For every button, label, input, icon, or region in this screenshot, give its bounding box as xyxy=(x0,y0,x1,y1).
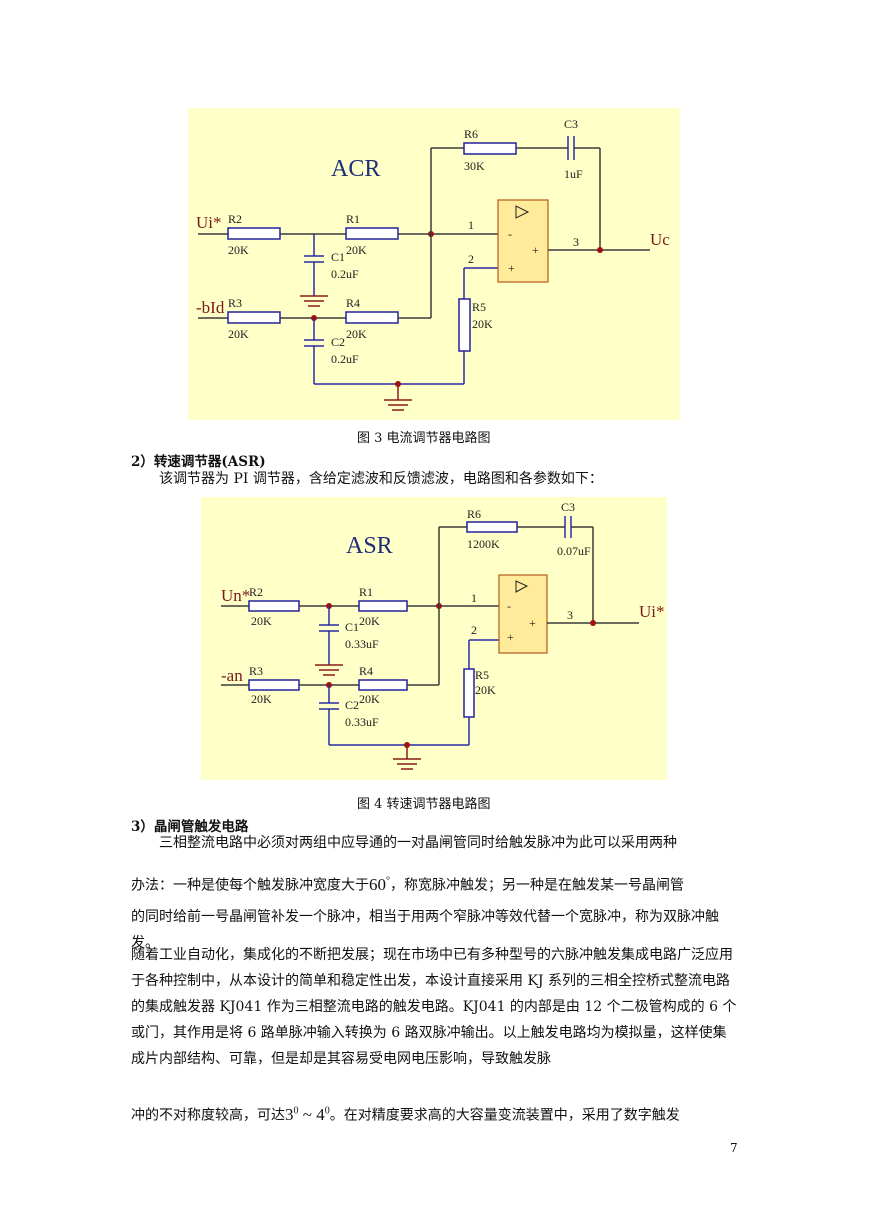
asr-input2-label: -an xyxy=(221,666,243,685)
svg-text:20K: 20K xyxy=(475,683,496,697)
section2-intro: 该调节器为 PI 调节器，含给定滤波和反馈滤波，电路图和各参数如下： xyxy=(159,471,603,487)
section3-p3: 冲的不对称度较高，可达30 ~ 40。在对精度要求高的大容量变流装置中，采用了数… xyxy=(131,1104,680,1124)
acr-input2-label: -bId xyxy=(196,298,225,317)
acr-input1-label: Ui* xyxy=(196,213,222,232)
section3-p2: 随着工业自动化，集成化的不断把发展；现在市场中已有多种型号的六脉冲触发集成电路广… xyxy=(131,947,737,1067)
section3-p1-line3: 的同时给前一号晶闸管补发一个脉冲，相当于用两个窄脉冲等效代替一个宽脉冲，称为双脉… xyxy=(131,909,719,951)
svg-text:0.33uF: 0.33uF xyxy=(345,637,379,651)
acr-output-label: Uc xyxy=(650,230,670,249)
svg-text:C2: C2 xyxy=(331,335,345,349)
resistor-r6-asr xyxy=(466,521,518,533)
acr-schematic: ACR xyxy=(196,117,670,411)
svg-text:20K: 20K xyxy=(359,692,380,706)
svg-text:R1: R1 xyxy=(346,212,360,226)
svg-text:0.2uF: 0.2uF xyxy=(331,267,359,281)
resistor-r3-asr xyxy=(248,679,300,691)
svg-text:+: + xyxy=(529,616,536,630)
resistor-r5-asr xyxy=(463,668,475,718)
svg-text:20K: 20K xyxy=(346,327,367,341)
svg-text:R5: R5 xyxy=(475,668,489,682)
svg-text:20K: 20K xyxy=(359,614,380,628)
svg-text:30K: 30K xyxy=(464,159,485,173)
svg-text:C2: C2 xyxy=(345,698,359,712)
svg-text:20K: 20K xyxy=(251,614,272,628)
svg-text:1200K: 1200K xyxy=(467,537,500,551)
svg-text:20K: 20K xyxy=(228,327,249,341)
resistor-r3 xyxy=(227,311,281,324)
svg-text:C1: C1 xyxy=(331,250,345,264)
svg-text:1: 1 xyxy=(471,591,477,605)
resistor-r5 xyxy=(458,298,471,352)
svg-text:3: 3 xyxy=(573,235,579,249)
resistor-r4-asr xyxy=(358,679,408,691)
svg-text:+: + xyxy=(508,261,515,275)
svg-text:R2: R2 xyxy=(249,585,263,599)
svg-text:-: - xyxy=(507,599,511,613)
resistor-r4 xyxy=(345,311,399,324)
page-number: 7 xyxy=(730,1141,738,1155)
svg-text:0.33uF: 0.33uF xyxy=(345,715,379,729)
figure-acr-circuit: ACR xyxy=(188,108,680,420)
resistor-r6 xyxy=(463,142,517,155)
svg-text:R5: R5 xyxy=(472,300,486,314)
svg-text:1uF: 1uF xyxy=(564,167,583,181)
svg-text:R4: R4 xyxy=(359,664,373,678)
asr-title: ASR xyxy=(346,533,393,559)
acr-title: ACR xyxy=(331,156,380,182)
asr-output-label: Ui* xyxy=(639,602,665,621)
svg-text:20K: 20K xyxy=(346,243,367,257)
figure-asr-circuit: ASR xyxy=(201,497,667,780)
svg-text:+: + xyxy=(507,630,514,644)
svg-text:R3: R3 xyxy=(249,664,263,678)
svg-text:C1: C1 xyxy=(345,620,359,634)
svg-text:3: 3 xyxy=(567,608,573,622)
svg-text:R6: R6 xyxy=(464,127,478,141)
asymmetry-range: 30 ~ 40 xyxy=(285,1104,330,1124)
section3-p1-line2: 办法：一种是使每个触发脉冲宽度大于60°，称宽脉冲触发；另一种是在触发某一号晶闸… xyxy=(131,874,684,894)
angle-60: 60° xyxy=(369,874,390,894)
resistor-r2-asr xyxy=(358,600,408,612)
section3-heading: 3）晶闸管触发电路 xyxy=(131,819,249,835)
svg-text:R3: R3 xyxy=(228,296,242,310)
svg-text:C3: C3 xyxy=(561,500,575,514)
svg-text:R4: R4 xyxy=(346,296,360,310)
svg-text:R6: R6 xyxy=(467,507,481,521)
svg-text:20K: 20K xyxy=(251,692,272,706)
figure3-caption: 图 3 电流调节器电路图 xyxy=(357,431,491,446)
svg-text:R1: R1 xyxy=(359,585,373,599)
svg-text:2: 2 xyxy=(468,252,474,266)
asr-schematic: ASR xyxy=(221,500,665,770)
figure4-caption: 图 4 转速调节器电路图 xyxy=(357,797,491,812)
section3-p1-line1: 三相整流电路中必须对两组中应导通的一对晶闸管同时给触发脉冲为此可以采用两种 xyxy=(159,835,677,851)
svg-text:-: - xyxy=(508,227,512,241)
opamp-acr xyxy=(497,199,549,283)
svg-text:0.2uF: 0.2uF xyxy=(331,352,359,366)
svg-text:0.07uF: 0.07uF xyxy=(557,544,591,558)
section2-heading: 2）转速调节器(ASR) xyxy=(131,454,266,470)
svg-text:1: 1 xyxy=(468,218,474,232)
svg-text:20K: 20K xyxy=(472,317,493,331)
svg-text:R2: R2 xyxy=(228,212,242,226)
svg-text:C3: C3 xyxy=(564,117,578,131)
svg-text:+: + xyxy=(532,243,539,257)
asr-input1-label: Un* xyxy=(221,586,250,605)
svg-text:20K: 20K xyxy=(228,243,249,257)
resistor-r1-asr xyxy=(248,600,300,612)
resistor-r2 xyxy=(227,227,281,240)
svg-text:2: 2 xyxy=(471,623,477,637)
resistor-r1 xyxy=(345,227,399,240)
